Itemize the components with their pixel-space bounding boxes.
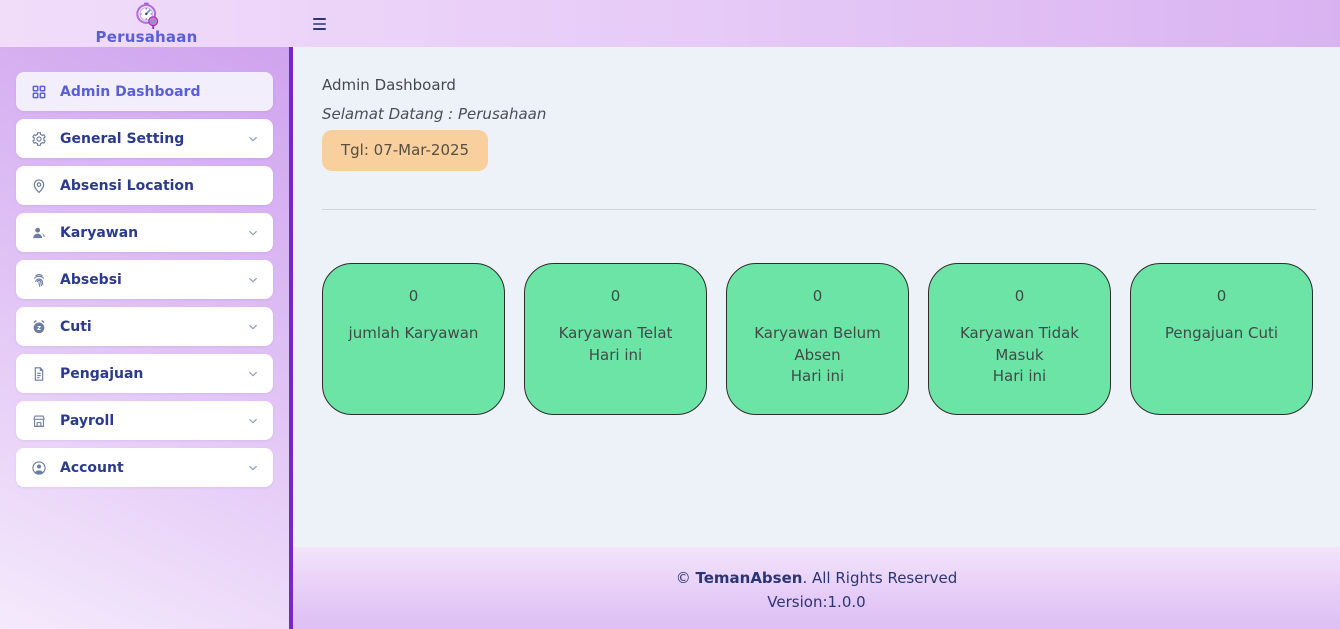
grid-icon: [31, 84, 47, 100]
alarm-snooze-icon: z: [31, 319, 47, 335]
date-badge: Tgl: 07-Mar-2025: [322, 130, 489, 171]
section-divider: [322, 209, 1316, 210]
sidebar-item-general-setting[interactable]: General Setting: [16, 119, 273, 158]
app-footer: © TemanAbsen. All Rights Reserved Versio…: [293, 547, 1340, 629]
chevron-down-icon: [246, 367, 260, 381]
stat-card-jumlah-karyawan: 0 jumlah Karyawan: [322, 263, 505, 415]
stat-label: jumlah Karyawan: [348, 324, 479, 342]
welcome-text: Selamat Datang : Perusahaan: [322, 105, 547, 123]
chevron-down-icon: [246, 320, 260, 334]
account-circle-icon: [31, 460, 47, 476]
page-title: Admin Dashboard: [322, 76, 456, 94]
stat-value: 0: [812, 287, 823, 305]
brand: Perusahaan: [0, 0, 293, 47]
sidebar-item-account[interactable]: Account: [16, 448, 273, 487]
sidebar-item-absensi-location[interactable]: Absensi Location: [16, 166, 273, 205]
bank-icon: [31, 413, 47, 429]
chevron-down-icon: [246, 226, 260, 240]
stat-value: 0: [1014, 287, 1025, 305]
chevron-down-icon: [246, 273, 260, 287]
location-pin-icon: [31, 178, 47, 194]
copyright-text: © TemanAbsen. All Rights Reserved: [675, 569, 958, 587]
sidebar-item-absebsi[interactable]: Absebsi: [16, 260, 273, 299]
chevron-down-icon: [246, 461, 260, 475]
stat-value: 0: [408, 287, 419, 305]
app-header: Perusahaan: [0, 0, 1340, 47]
stat-label: Pengajuan Cuti: [1164, 324, 1279, 342]
sidebar-item-label: Admin Dashboard: [60, 83, 201, 100]
sidebar-item-karyawan[interactable]: Karyawan: [16, 213, 273, 252]
hamburger-menu-icon[interactable]: [309, 14, 330, 34]
chevron-down-icon: [246, 132, 260, 146]
main-content: Admin Dashboard Selamat Datang : Perusah…: [293, 47, 1340, 547]
fingerprint-icon: [31, 272, 47, 288]
footer-brand: TemanAbsen: [695, 569, 803, 587]
sidebar-item-cuti[interactable]: z Cuti: [16, 307, 273, 346]
sidebar-item-label: Absensi Location: [60, 177, 195, 194]
version-text: Version:1.0.0: [767, 593, 866, 611]
document-icon: [31, 366, 47, 382]
sidebar-item-label: Payroll: [60, 412, 115, 429]
gear-icon: [31, 131, 47, 147]
sidebar-item-label: Account: [60, 459, 124, 476]
sidebar-item-pengajuan[interactable]: Pengajuan: [16, 354, 273, 393]
sidebar-item-label: General Setting: [60, 130, 185, 147]
stat-value: 0: [1216, 287, 1227, 305]
stat-value: 0: [610, 287, 621, 305]
chevron-down-icon: [246, 414, 260, 428]
sidebar-item-payroll[interactable]: Payroll: [16, 401, 273, 440]
svg-text:z: z: [37, 324, 41, 332]
main-column: Admin Dashboard Selamat Datang : Perusah…: [293, 47, 1340, 629]
stopwatch-check-logo-icon: [135, 2, 158, 29]
users-icon: [31, 225, 47, 241]
sidebar-item-label: Absebsi: [60, 271, 122, 288]
brand-name: Perusahaan: [95, 28, 198, 46]
sidebar-item-label: Cuti: [60, 318, 92, 335]
sidebar-item-admin-dashboard[interactable]: Admin Dashboard: [16, 72, 273, 111]
sidebar-item-label: Karyawan: [60, 224, 139, 241]
sidebar-item-label: Pengajuan: [60, 365, 144, 382]
